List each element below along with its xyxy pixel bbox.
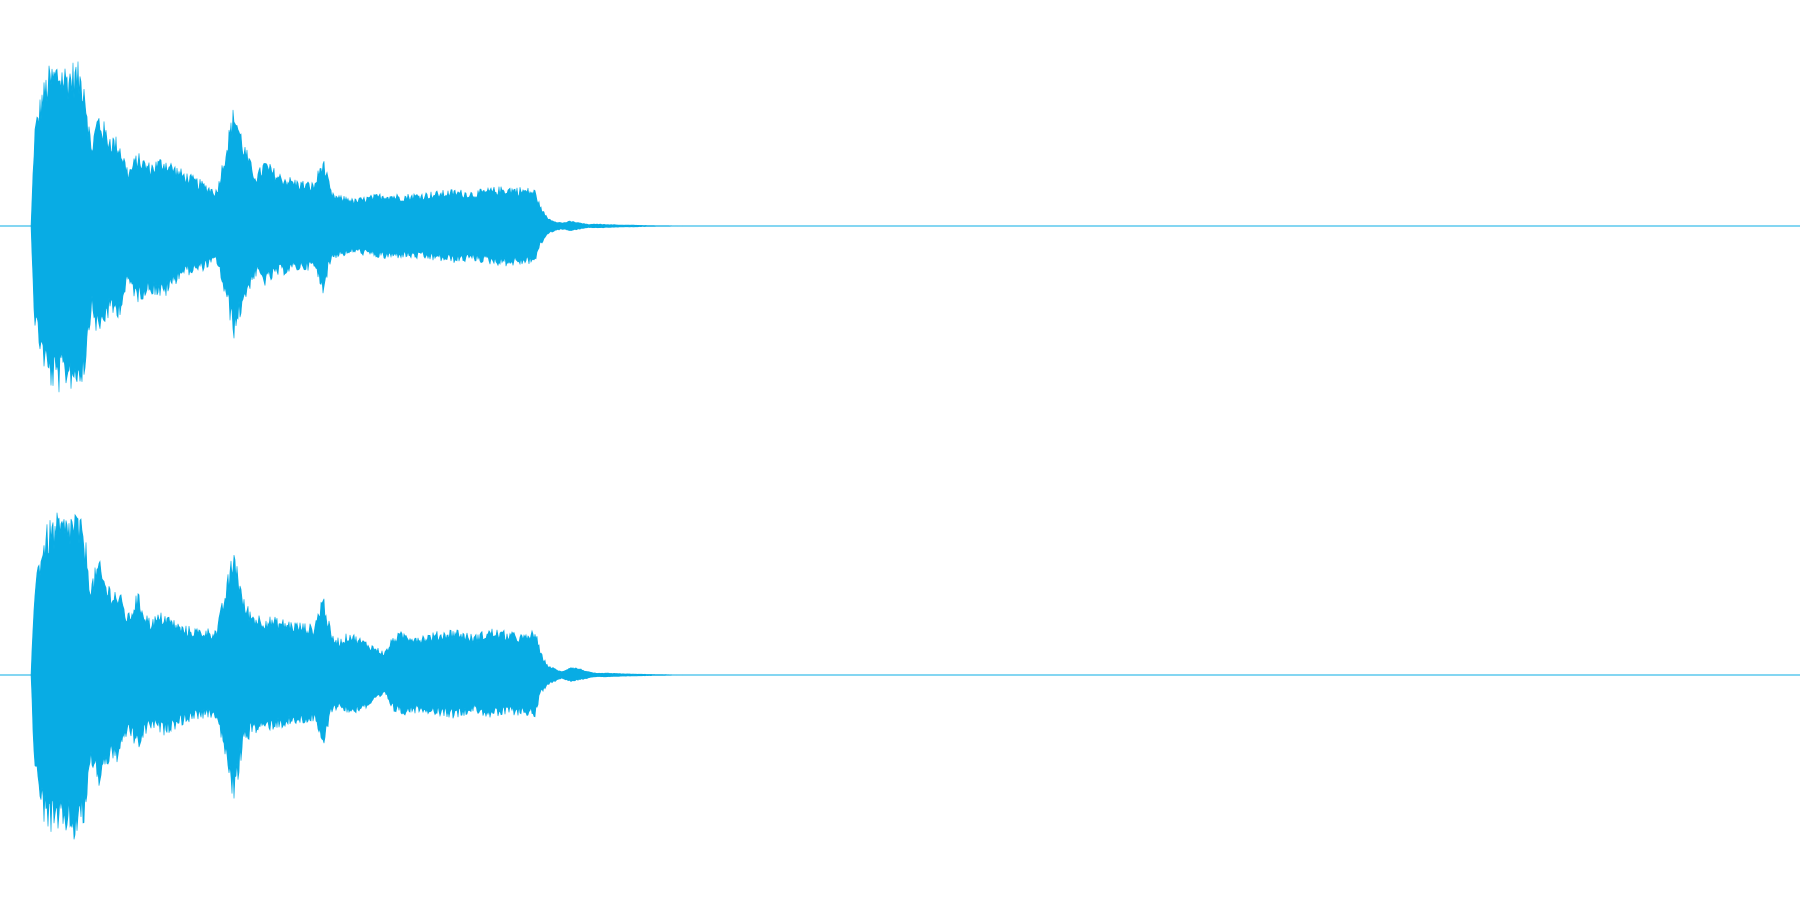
channel-layer: [0, 61, 1800, 840]
channel-1: [0, 61, 1800, 393]
channel-2: [0, 512, 1800, 840]
channel-1-waveform: [30, 61, 685, 393]
channel-2-waveform: [30, 512, 685, 840]
